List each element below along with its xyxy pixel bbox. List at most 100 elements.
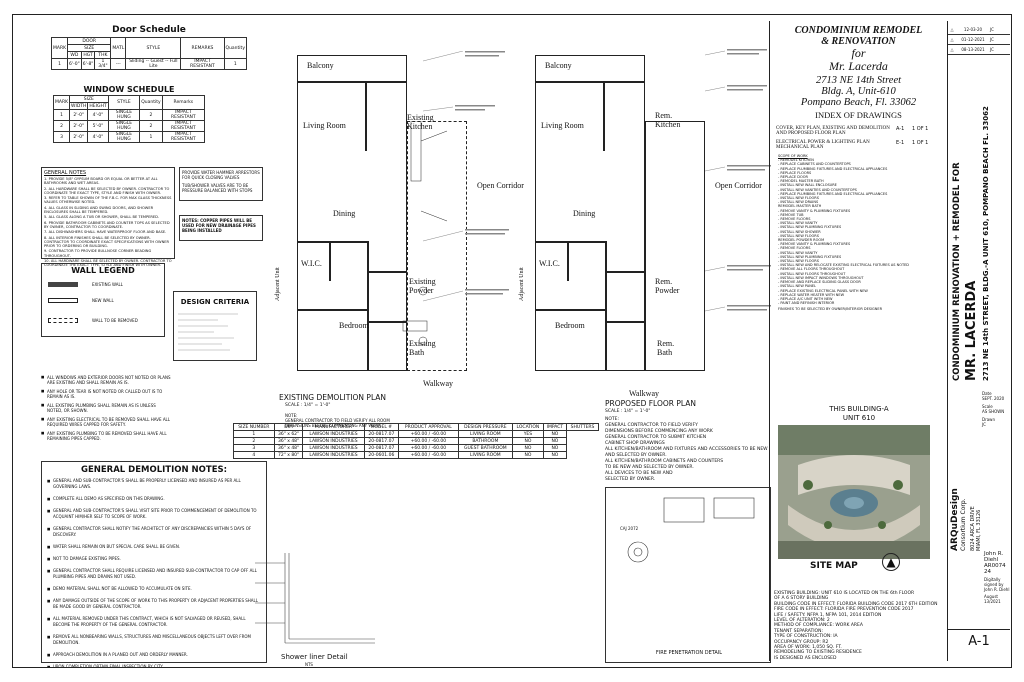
demolition-note-item: ANY DAMAGE OUTSIDE OF THE SCOPE OF WORK … (47, 598, 261, 610)
scope-item: - INSTALL NEW FLOORS (778, 259, 819, 264)
table-cell: GUEST BATHROOM (457, 444, 514, 452)
table-cell: 1 (233, 430, 275, 438)
th-mark: MARK (52, 95, 71, 110)
table-cell: BATHROOM (457, 437, 514, 445)
wall (605, 241, 607, 371)
door-schedule-title: Door Schedule (112, 25, 186, 35)
table-cell: 36" x 62" (273, 430, 304, 438)
room-walkway: Walkway (423, 379, 454, 388)
table-cell: +60.00 / -60.00 (398, 437, 459, 445)
scope-item: - INSTALL NEW PLUMBING FIXTURES (778, 254, 842, 259)
general-note-item: 10. ALL HARDWARE SHALL BE SELECTED BY OW… (44, 259, 172, 268)
table-cell: +60.00 / -60.00 (398, 430, 459, 438)
existing-wall-swatch (48, 282, 78, 287)
design-criteria: DESIGN CRITERIA (173, 291, 257, 361)
demo-notes-top-list: ALL WINDOWS AND EXTERIOR DOORS NOT NOTED… (41, 375, 171, 441)
cell: 2'-0" (69, 120, 89, 132)
room-powder: Existing Powder (409, 277, 436, 295)
window-schedule-table: MARK SIZE STYLE Quantity Remarks WIDTH H… (52, 95, 206, 143)
scope-item: - REMOVE TUB (778, 212, 804, 217)
this-building-label: THIS BUILDING-A (829, 405, 889, 413)
demolition-note-item: COMPLETE ALL DEMO AS SPECIFIED ON THIS D… (47, 496, 261, 502)
scope-item: - INSTALL NEW FLOORS (778, 233, 819, 238)
proposed-note-line: AND SELECTED BY OWNER. (605, 453, 667, 458)
th-width: WIDTH (69, 102, 89, 110)
proposed-note-line: GENERAL CONTRACTOR TO SUBMIT KITCHEN (605, 435, 707, 440)
scope-item: REMODEL MASTER BATH (778, 204, 822, 209)
th-size: SIZE (67, 44, 112, 52)
general-note-item: 9. CONTRACTOR TO PROVIDE BULLNOSE CORNER… (44, 249, 152, 258)
table-cell: 36" x 48" (273, 437, 304, 445)
table-cell: NO (512, 444, 544, 452)
proposed-note-line: NOTE: (605, 417, 620, 422)
building-info-line: METHOD OF COMPLIANCE: WORK AREA (774, 623, 863, 629)
existing-demolition-plan: Balcony Living Room Existing Kitchen Ope… (269, 21, 525, 402)
revision-date: 12-03-20 (963, 27, 983, 32)
wall (603, 81, 605, 151)
table-header: SHUTTERS (566, 423, 599, 431)
cell: 4'-0" (87, 109, 109, 121)
existing-plan-callouts (423, 51, 509, 302)
proposed-note-line: ALL KITCHEN/BATHROOM AND FIXTURES AND AC… (605, 447, 768, 452)
stamp-name: John R. Diehl AR0074 24 (984, 551, 1006, 575)
scope-item: - REPLACE PLUMBING FIXTURES AND ELECTRIC… (778, 191, 888, 196)
design-criteria-title: DESIGN CRITERIA (180, 298, 250, 306)
general-notes-list: 1. PROVIDE 5/8" GYPSUM BOARD OR EQUAL OR… (44, 177, 172, 268)
building-info-line: FIRE CODE IN EFFECT: FLORIDA FIRE PREVEN… (774, 607, 914, 613)
demolition-note-item: ALL MATERIAL REMOVED UNDER THIS CONTRACT… (47, 616, 261, 628)
legend-label: EXISTING WALL (92, 282, 123, 287)
scope-item: - PAINT AND REFINISH INTERIOR (778, 301, 835, 306)
building-info-line: OF A 6 STORY BUILDING (774, 596, 829, 602)
table-cell: LIVING ROOM (457, 451, 514, 459)
proposed-plan-title: PROPOSED FLOOR PLAN (605, 399, 696, 408)
door-schedule-table: MARK DOOR MATL STYLE REMARKS Quantity SI… (50, 37, 248, 70)
room-wic: W.I.C. (539, 259, 560, 268)
cell: Sliding -- Guest -- Full Lite (125, 58, 182, 70)
scope-item: - REMODEL KITCHEN (778, 158, 814, 163)
scope-item: - REMODEL MASTER BATH (778, 179, 824, 184)
wall (329, 241, 331, 281)
scope-item: - INSTALL NEW PANEL (778, 284, 816, 289)
revision-by: JC (990, 37, 994, 42)
wall (535, 241, 605, 243)
revision-by: JC (990, 27, 994, 32)
cell: SINGLE HUNG (107, 120, 141, 132)
proposed-note-line: DIMENSIONS BEFORE COMMENCING ANY WORK (605, 429, 713, 434)
general-note-item: 7. ALL DISHWASHERS SHALL HAVE WATERPROOF… (44, 230, 167, 235)
room-living: Living Room (541, 121, 584, 130)
window-schedule: WINDOW SCHEDULE MARK SIZE STYLE Quantity… (52, 85, 206, 143)
building-info: EXISTING BUILDING: UNIT 610 IS LOCATED O… (774, 591, 950, 661)
table-cell: LIVING ROOM (457, 430, 514, 438)
existing-plan-outline-east (407, 121, 467, 371)
revision-delta-icon: △ (950, 47, 954, 52)
cell: 6'-8" (80, 58, 96, 70)
stamp-signature: Digitally signed by John R. Diehl (984, 577, 1010, 592)
general-notes: GENERAL NOTES 1. PROVIDE 5/8" GYPSUM BOA… (41, 167, 175, 267)
drawing-sheet: Door Schedule MARK DOOR MATL STYLE REMAR… (12, 14, 1012, 668)
water-note: TUB/SHOWER VALVES ARE TO BE PRESSURE BAL… (182, 183, 253, 193)
table-cell: NO (542, 430, 568, 438)
cell: 1 (139, 131, 163, 143)
index-of-drawings: COVER, KEY PLAN, EXISTING AND DEMOLITION… (776, 126, 941, 150)
room-dining: Dining (333, 209, 356, 218)
window-schedule-title: WINDOW SCHEDULE (83, 85, 175, 94)
general-note-item: 4. ALL GLASS IN SLIDING AND SWING DOORS,… (44, 205, 154, 215)
table-cell: 20-0601.06 (363, 451, 400, 459)
proposed-note-line: SELECTED BY OWNER. (605, 477, 656, 482)
room-bath: Existing Bath (409, 339, 436, 357)
cell: IMPACT RESISTANT (161, 131, 206, 143)
scope-item: - REMOVE VANITY & PLUMBING FIXTURES (778, 208, 851, 213)
demo-note-item: ALL WINDOWS AND EXTERIOR DOORS NOT NOTED… (41, 375, 171, 385)
scale-value: AS SHOWN (982, 409, 1005, 414)
building-info-line: TYPE OF CONSTRUCTION: IA (774, 634, 838, 640)
drawn-label: Drawn (982, 417, 995, 422)
th-quantity: Quantity (223, 37, 248, 59)
water-note: PROVIDE WATER HAMMER ARRESTORS FOR QUICK… (182, 170, 260, 180)
table-cell: NO (512, 451, 544, 459)
water-notes: PROVIDE WATER HAMMER ARRESTORS FOR QUICK… (179, 167, 263, 201)
wall (605, 321, 645, 323)
proposed-note-line: TO BE NEW AND SELECTED BY OWNER. (605, 465, 694, 470)
